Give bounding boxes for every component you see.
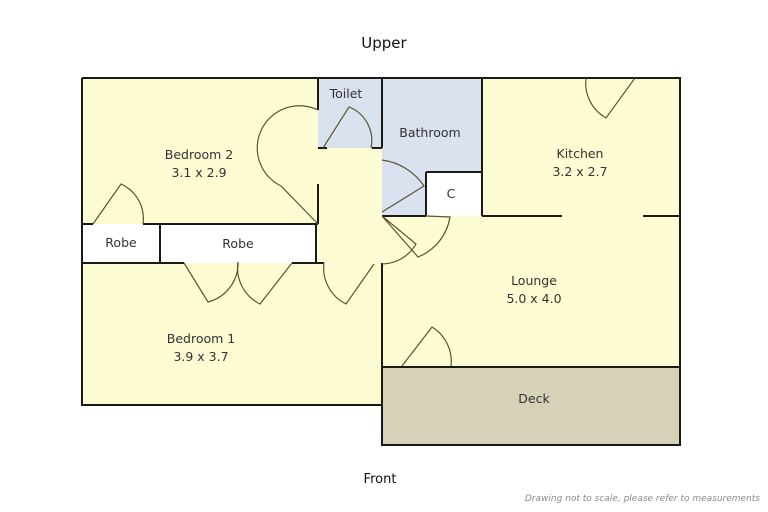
lounge-label: Lounge — [511, 273, 557, 288]
cupboard-label: C — [447, 186, 456, 201]
bedroom2-size: 3.1 x 2.9 — [171, 165, 226, 180]
toilet-area — [318, 78, 381, 148]
door-swings — [92, 77, 636, 367]
deck-label: Deck — [518, 391, 550, 406]
kitchen-area — [482, 78, 680, 216]
orientation-label: Front — [363, 472, 397, 487]
bedroom2-area — [82, 78, 318, 224]
robe-small-area — [82, 224, 160, 263]
bedroom1-label: Bedroom 1 — [167, 331, 235, 346]
bathroom-label: Bathroom — [399, 125, 460, 140]
robe-large-label: Robe — [222, 236, 254, 251]
kitchen-size: 3.2 x 2.7 — [552, 164, 607, 179]
cupboard-area — [426, 172, 482, 216]
bedroom2-label: Bedroom 2 — [165, 147, 233, 162]
deck-area — [382, 367, 680, 445]
kitchen-label: Kitchen — [557, 146, 604, 161]
walls — [81, 77, 681, 446]
lounge-area — [382, 216, 680, 367]
disclaimer-note: Drawing not to scale, please refer to me… — [524, 494, 760, 504]
robe-small-label: Robe — [105, 235, 137, 250]
bedroom1-size: 3.9 x 3.7 — [173, 349, 228, 364]
hall-area — [318, 148, 382, 366]
lounge-size: 5.0 x 4.0 — [506, 291, 561, 306]
floor-title: Upper — [361, 34, 407, 52]
robe-large-area — [160, 224, 316, 263]
toilet-label: Toilet — [329, 86, 363, 101]
